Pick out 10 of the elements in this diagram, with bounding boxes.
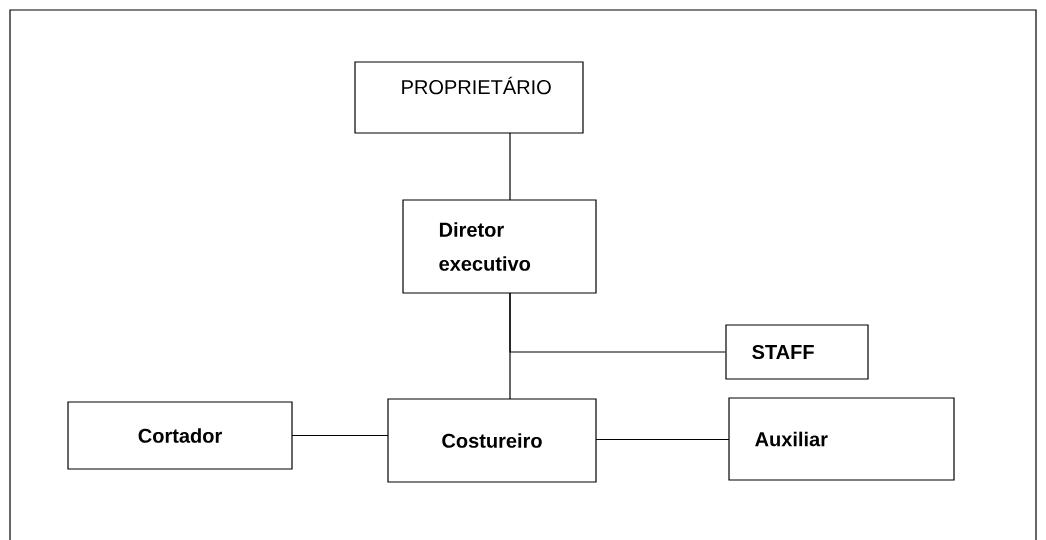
org-box: Costureiro [387, 398, 597, 483]
org-box: Auxiliar [728, 397, 955, 481]
connector-line [509, 132, 511, 201]
connector-line [509, 292, 726, 353]
connector-line [291, 434, 389, 437]
org-box: STAFF [725, 324, 869, 380]
org-box: Cortador [67, 401, 293, 470]
org-box: PROPRIETÁRIO [354, 61, 584, 134]
org-box: Diretor executivo [402, 199, 597, 294]
connector-line [595, 438, 730, 441]
